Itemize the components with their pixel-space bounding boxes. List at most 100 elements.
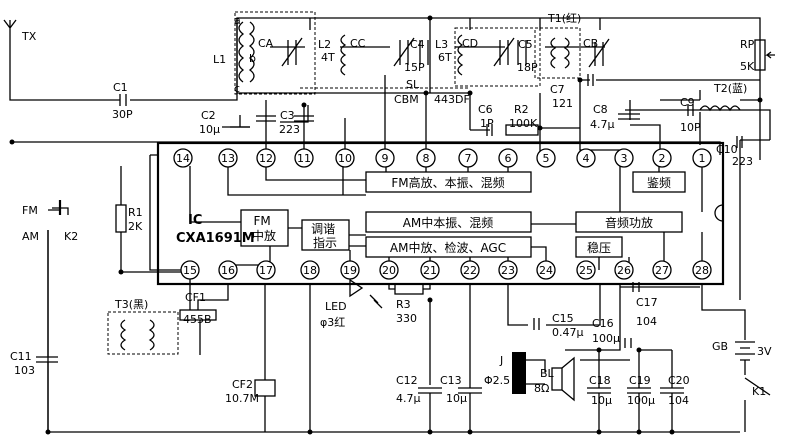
ic-pin-22	[460, 260, 480, 280]
ic-pin-3	[614, 148, 634, 168]
ic-pin-label: 22	[463, 264, 477, 277]
label-c11: C11	[10, 350, 32, 363]
ic-pin-18	[300, 260, 320, 280]
coil-l1	[238, 21, 245, 83]
label-c7: C7	[550, 83, 565, 96]
junction-dots	[9, 15, 763, 435]
cap-c12	[418, 387, 442, 432]
block-fm-rf-label: FM高放、本振、混频	[391, 175, 504, 190]
value-c16: 100μ	[592, 332, 620, 345]
block-fm-if-line1: FM	[253, 214, 270, 228]
ic-pin-2	[652, 148, 672, 168]
label-c17: C17	[636, 296, 658, 309]
coil-t2	[699, 105, 741, 112]
value-c15: 0.47μ	[552, 326, 584, 339]
ic-pin-1	[692, 148, 712, 168]
cap-c3	[294, 115, 314, 122]
ic-body	[156, 141, 725, 286]
ic-pin-label: 14	[176, 152, 190, 165]
ic-pin-label: 23	[501, 264, 515, 277]
transformer-t3	[107, 311, 179, 355]
ic-pin-13	[218, 148, 238, 168]
value-c13: 10μ	[446, 392, 467, 405]
label-ca: CA	[258, 37, 274, 50]
block-audio	[575, 211, 683, 233]
label-c2: C2	[201, 109, 216, 122]
battery-gb	[701, 284, 771, 432]
label-cb: CB	[583, 37, 598, 50]
cap-c9	[687, 104, 694, 116]
label-cf2: CF2	[232, 378, 253, 391]
ic-pin-12	[256, 148, 276, 168]
label-r3: R3	[396, 298, 411, 311]
value-cf2: 10.7M	[225, 392, 259, 405]
label-l2: L2	[318, 38, 331, 51]
ic-pin-4	[576, 148, 596, 168]
cap-c10	[736, 136, 743, 148]
jack-j	[512, 352, 526, 394]
ic-pin-26	[614, 260, 634, 280]
ic-pin-label: 12	[259, 152, 273, 165]
ic-pin-9	[375, 148, 395, 168]
value-c20: 104	[668, 394, 689, 407]
ic-pin-label: 5	[543, 152, 550, 165]
ic-pin-label: 4	[583, 152, 590, 165]
ic-pin-20	[379, 260, 399, 280]
ic-pin-24	[536, 260, 556, 280]
cap-c2	[256, 115, 276, 122]
block-reg-label: 稳压	[587, 240, 611, 255]
ic-pin-label: 9	[382, 152, 389, 165]
label-l3: L3	[435, 38, 448, 51]
label-b: b	[249, 52, 256, 65]
value-l3: 6T	[438, 51, 452, 64]
label-c13: C13	[440, 374, 462, 387]
ic-pin-label: 28	[695, 264, 709, 277]
value-c9: 10P	[680, 121, 701, 134]
ic-pin-label: 7	[465, 152, 472, 165]
value-cf1: 455B	[183, 313, 212, 326]
label-c: c	[234, 82, 240, 95]
res-r3	[394, 283, 424, 295]
cap-c15	[507, 284, 601, 330]
ic-notch	[714, 204, 724, 222]
coil-t1	[550, 37, 557, 69]
value-c4: 15P	[404, 61, 425, 74]
label-k2: K2	[64, 230, 78, 243]
ic-pin-label: 1	[699, 152, 706, 165]
value-r1: 2K	[128, 220, 143, 233]
ic-ref: IC	[188, 213, 202, 228]
cap-c20	[639, 349, 684, 432]
label-c5: C5	[518, 38, 533, 51]
block-am-if-label: AM中放、检波、AGC	[390, 240, 506, 255]
label-c1: C1	[113, 81, 128, 94]
ic-pin-7	[458, 148, 478, 168]
cap-c18	[587, 350, 611, 432]
cap-c8	[618, 113, 640, 120]
label-cc: CC	[350, 37, 366, 50]
value-c18: 10μ	[591, 394, 612, 407]
value-r2: 100K	[509, 117, 538, 130]
ic-pin-27	[652, 260, 672, 280]
ic-pin-label: 13	[221, 152, 235, 165]
ic-pin-8	[416, 148, 436, 168]
value-c12: 4.7μ	[396, 392, 421, 405]
ic-pin-16	[218, 260, 238, 280]
value-c1: 30P	[112, 108, 133, 121]
res-r2	[505, 124, 539, 136]
value-bl: 8Ω	[534, 382, 549, 395]
coil-l2	[340, 34, 347, 76]
speaker-bl	[551, 367, 563, 391]
label-c20: C20	[668, 374, 690, 387]
ic-pin-15	[180, 260, 200, 280]
ic-pin-10	[335, 148, 355, 168]
ic-pin-label: 24	[539, 264, 553, 277]
value-j: Φ2.5	[484, 374, 510, 387]
label-c3: C3	[280, 109, 295, 122]
ic-pin-28	[692, 260, 712, 280]
label-c19: C19	[629, 374, 651, 387]
block-fm-if-line2: 中放	[252, 228, 276, 243]
label-c18: C18	[589, 374, 611, 387]
